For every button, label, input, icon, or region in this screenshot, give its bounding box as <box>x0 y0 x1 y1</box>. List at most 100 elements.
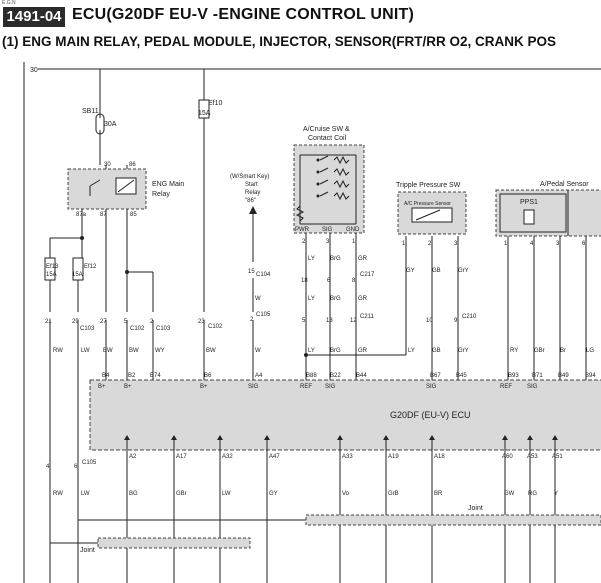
fuse-ef12-label: Ef12 <box>84 264 97 270</box>
ecu-pin-b6: B6 <box>204 373 212 379</box>
bwire-rg: RG <box>528 491 537 497</box>
c210: C210 <box>462 314 477 320</box>
ecu-func-6: SIG <box>325 384 336 390</box>
wire-br: Br <box>560 348 566 354</box>
bwire-grb: GrB <box>388 491 399 497</box>
pin-29: 29 <box>72 319 79 325</box>
ecu-pin-a4: A4 <box>255 373 263 379</box>
pressure-inner: A/C Pressure Sensor <box>404 201 451 207</box>
pin-5b: 5 <box>302 318 306 324</box>
wire-ly3: LY <box>308 348 315 354</box>
ecu-pin-a2: A2 <box>129 454 137 460</box>
relay-title-2: Relay <box>152 191 170 198</box>
cruise-pin-pwr: PWR <box>295 227 310 233</box>
pin-18: 18 <box>301 278 308 284</box>
bus-30-label: 30 <box>30 67 38 74</box>
bwire-y: Y <box>554 491 558 497</box>
ecu-func-8: REF <box>500 384 512 390</box>
bwire-bg: BG <box>129 491 138 497</box>
diagram-header: E.G.N 1491-04 ECU(G20DF EU-V -ENGINE CON… <box>0 0 601 56</box>
pedal-pin-3: 3 <box>556 241 560 247</box>
ecu-pin-b45: B45 <box>456 373 467 379</box>
ecu-pin-b71: B71 <box>532 373 543 379</box>
ecu-pin-b2: B2 <box>128 373 136 379</box>
pedal-sensor-box <box>495 189 601 237</box>
pin-5: 5 <box>124 319 128 325</box>
wire-ly2: LY <box>308 296 315 302</box>
ecu-top-pins: B4 B2 B74 B6 A4 B88 B22 B44 B67 B45 B93 … <box>102 373 596 379</box>
wire-brg: BrG <box>330 256 341 262</box>
wire-gry: GrY <box>458 268 469 274</box>
ecu-box <box>89 379 601 451</box>
pressure-title: Tripple Pressure SW <box>396 182 461 189</box>
wire-w: W <box>255 296 261 302</box>
fuse-ef13 <box>44 257 56 281</box>
cruise-title-1: A/Cruise SW & <box>303 126 350 133</box>
pin-13: 13 <box>326 318 333 324</box>
cruise-pin-gnd: GND <box>346 227 360 233</box>
ecu-func-2: B+ <box>124 384 132 390</box>
c211: C211 <box>360 314 375 320</box>
wire-wy: WY <box>155 348 165 354</box>
pin-23: 23 <box>198 319 205 325</box>
page-subtitle: (1) ENG MAIN RELAY, PEDAL MODULE, INJECT… <box>2 34 557 49</box>
pin-21: 21 <box>45 319 52 325</box>
ecu-pin-b94: B94 <box>585 373 596 379</box>
pressure-pin-3: 3 <box>454 241 458 247</box>
ecu-pin-b88: B88 <box>306 373 317 379</box>
pin-10: 10 <box>426 318 433 324</box>
c102b: C102 <box>208 324 223 330</box>
ecu-pin-b22: B22 <box>330 373 341 379</box>
fuse-ef13-amp: 15A <box>46 272 57 278</box>
ecu-func-7: SIG <box>426 384 437 390</box>
c103b: C103 <box>156 326 171 332</box>
pedal-title: A/Pedal Sensor <box>540 181 589 188</box>
ecu-pin-b4: B4 <box>102 373 110 379</box>
bwire-gbr: GBr <box>176 491 187 497</box>
ecu-func-9: SIG <box>527 384 538 390</box>
wire-lw: LW <box>81 348 90 354</box>
ecu-func-3: B+ <box>200 384 208 390</box>
cruise-pin-1: 1 <box>352 239 356 245</box>
bwire-vo: Vo <box>342 491 350 497</box>
wire-rw: RW <box>53 348 63 354</box>
fuse-ef12-amp: 15A <box>72 272 83 278</box>
bottom-wire-colors: RW LW BG GBr LW GY Vo GrB BR GW RG Y <box>53 491 558 497</box>
fuse-ef10-amp: 15A <box>198 110 211 117</box>
relay-pin-87a: 87a <box>76 212 87 218</box>
ecu-label: G20DF (EU-V) ECU <box>390 410 471 420</box>
joint-right-bar <box>305 514 601 526</box>
page-title: ECU(G20DF EU-V -ENGINE CONTROL UNIT) <box>72 6 415 23</box>
cruise-title-2: Contact Coil <box>308 135 347 142</box>
pin-6b: 6 <box>74 464 78 470</box>
pin-4: 4 <box>46 464 50 470</box>
pin-9: 9 <box>454 318 458 324</box>
c104: C104 <box>256 272 271 278</box>
wire-lg: LG <box>586 348 594 354</box>
start-relay-1: (W/Smart Key) <box>230 174 269 180</box>
c217: C217 <box>360 272 375 278</box>
ecu-pin-a18: A18 <box>434 454 445 460</box>
ecu-pin-b93: B93 <box>508 373 519 379</box>
pressure-pin-1: 1 <box>402 241 406 247</box>
ecu-pin-b74: B74 <box>150 373 161 379</box>
bwire-lw2: LW <box>222 491 231 497</box>
bwire-lw: LW <box>81 491 90 497</box>
pedal-pin-4: 4 <box>530 241 534 247</box>
cruise-pin-sig: SIG <box>322 227 333 233</box>
ecu-pin-b49: B49 <box>558 373 569 379</box>
page-number-badge: 1491-04 <box>3 7 65 27</box>
wire-ly: LY <box>308 256 315 262</box>
cruise-sw-box <box>293 144 365 234</box>
wire-gr2: GR <box>358 296 368 302</box>
bwire-gy: GY <box>269 491 278 497</box>
fuse-ef10-label: Ef10 <box>208 100 223 107</box>
bwire-gw: GW <box>504 491 515 497</box>
pin-8: 8 <box>352 278 356 284</box>
ecu-func-5: REF <box>300 384 312 390</box>
c105: C105 <box>256 312 271 318</box>
pin-15: 15 <box>248 269 255 275</box>
wire-w2: W <box>255 348 261 354</box>
section-code: E.G.N <box>2 0 16 6</box>
relay-pin-30: 30 <box>104 162 111 168</box>
